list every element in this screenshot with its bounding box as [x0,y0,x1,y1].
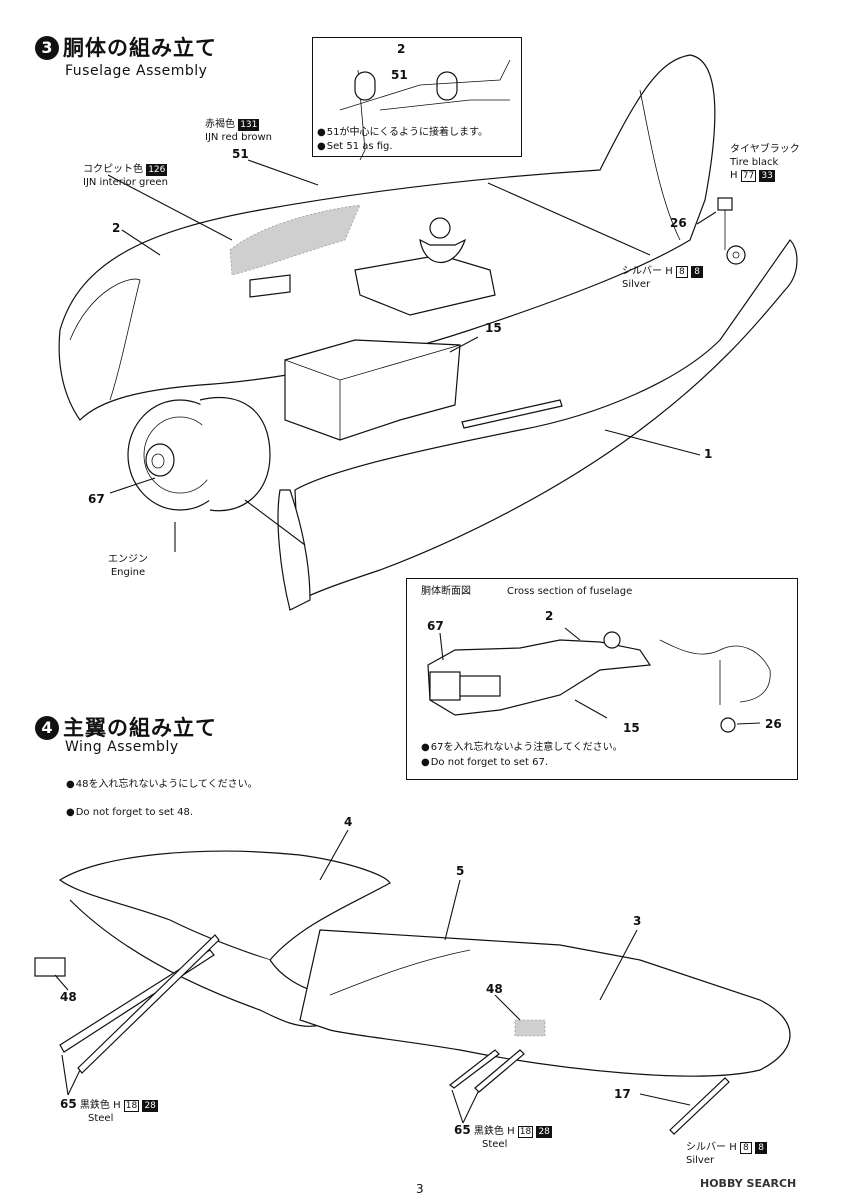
paint-callout-red-brown: 赤褐色 131 IJN red brown [205,118,272,144]
paint-callout-cockpit: コクピット色 126 IJN interior green [83,163,168,189]
paint-h-code: 8 [675,266,688,278]
paint-name-jp: 赤褐色 [205,119,235,130]
step-number-badge: 3 [35,36,59,60]
engine-callout: エンジン Engine [108,553,148,579]
paint-name-jp: シルバー [622,266,662,277]
part-number-17: 17 [614,1087,631,1101]
part-number-15: 15 [485,321,502,335]
paint-h-prefix: H [507,1126,515,1137]
part-number-4: 4 [344,815,353,829]
paint-code: 28 [536,1126,552,1138]
cross-part-15: 15 [623,721,640,735]
paint-h-code: 18 [517,1126,534,1138]
paint-h-prefix: H [730,170,738,181]
part-number-65: 65 [454,1123,471,1137]
cross-part-2: 2 [545,609,554,623]
engine-label-en: Engine [110,567,146,578]
paint-callout-steel: 65 黒鉄色 H 18 28 Steel [454,1124,552,1151]
paint-name-en: IJN interior green [83,177,168,188]
paint-name-en: Silver [686,1155,715,1166]
watermark: HOBBY SEARCH [700,1177,797,1190]
paint-name-en: Steel [482,1139,508,1150]
part-number-48: 48 [486,982,503,996]
cross-section-title-en: Cross section of fuselage [507,586,633,597]
paint-callout-tire: タイヤブラック Tire black H 77 33 [730,143,800,182]
paint-name-jp: タイヤブラック [730,144,800,155]
cross-note-en: Do not forget to set 67. [421,756,548,770]
part-number-48: 48 [60,990,77,1004]
paint-h-prefix: H [113,1100,121,1111]
part-number-26: 26 [670,216,687,230]
paint-name-en: IJN red brown [205,132,273,143]
detail-inset-51: 2 51 51が中心にくるように接着します。 Set 51 as fig. [312,37,522,157]
paint-h-prefix: H [665,266,673,277]
step-title-jp: 胴体の組み立て [63,36,217,60]
part-number-1: 1 [704,447,713,461]
engine-label-jp: エンジン [108,554,148,565]
paint-name-jp: コクピット色 [83,164,143,175]
part-number-51: 51 [232,147,249,161]
paint-h-prefix: H [729,1142,737,1153]
step-title-jp: 主翼の組み立て [63,716,217,740]
paint-h-code: 8 [739,1142,752,1154]
paint-callout-silver: シルバー H 8 8 Silver [686,1141,768,1167]
cross-note-jp: 67を入れ忘れないよう注意してください。 [421,741,623,755]
paint-code: 131 [238,119,260,131]
paint-name-en: Silver [622,279,651,290]
wing-note-jp: 48を入れ忘れないようにしてください。 [66,778,258,792]
paint-h-code: 18 [123,1100,140,1112]
part-number-67: 67 [88,492,105,506]
cross-part-67: 67 [427,619,444,633]
paint-name-jp: 黒鉄色 [473,1126,504,1137]
part-number-3: 3 [633,914,642,928]
paint-code: 8 [691,266,704,278]
cross-part-26: 26 [765,717,782,731]
inset-note-en: Set 51 as fig. [317,140,393,154]
part-number-5: 5 [456,864,465,878]
paint-code: 33 [759,170,775,182]
cross-section-inset: 胴体断面図 Cross section of fuselage 67 2 15 … [406,578,798,780]
paint-h-code: 77 [740,170,757,182]
part-number-65: 65 [60,1097,77,1111]
wing-note-en: Do not forget to set 48. [66,806,193,820]
paint-code: 126 [146,164,168,176]
inset-part-2: 2 [397,42,406,56]
paint-name-en: Tire black [730,157,779,168]
part-number-2: 2 [112,221,121,235]
step-title-en: Wing Assembly [65,739,179,755]
page-number: 3 [416,1182,424,1196]
inset-note-jp: 51が中心にくるように接着します。 [317,126,488,140]
cross-section-title-jp: 胴体断面図 [421,586,471,597]
paint-callout-silver: シルバー H 8 8 Silver [622,265,704,291]
paint-code: 28 [142,1100,158,1112]
step-number-badge: 4 [35,716,59,740]
paint-code: 8 [755,1142,768,1154]
paint-name-en: Steel [88,1113,114,1124]
step-title-en: Fuselage Assembly [65,63,208,79]
paint-name-jp: 黒鉄色 [79,1100,110,1111]
paint-name-jp: シルバー [686,1142,726,1153]
paint-callout-steel: 65 黒鉄色 H 18 28 Steel [60,1098,158,1125]
inset-part-51: 51 [391,68,408,82]
